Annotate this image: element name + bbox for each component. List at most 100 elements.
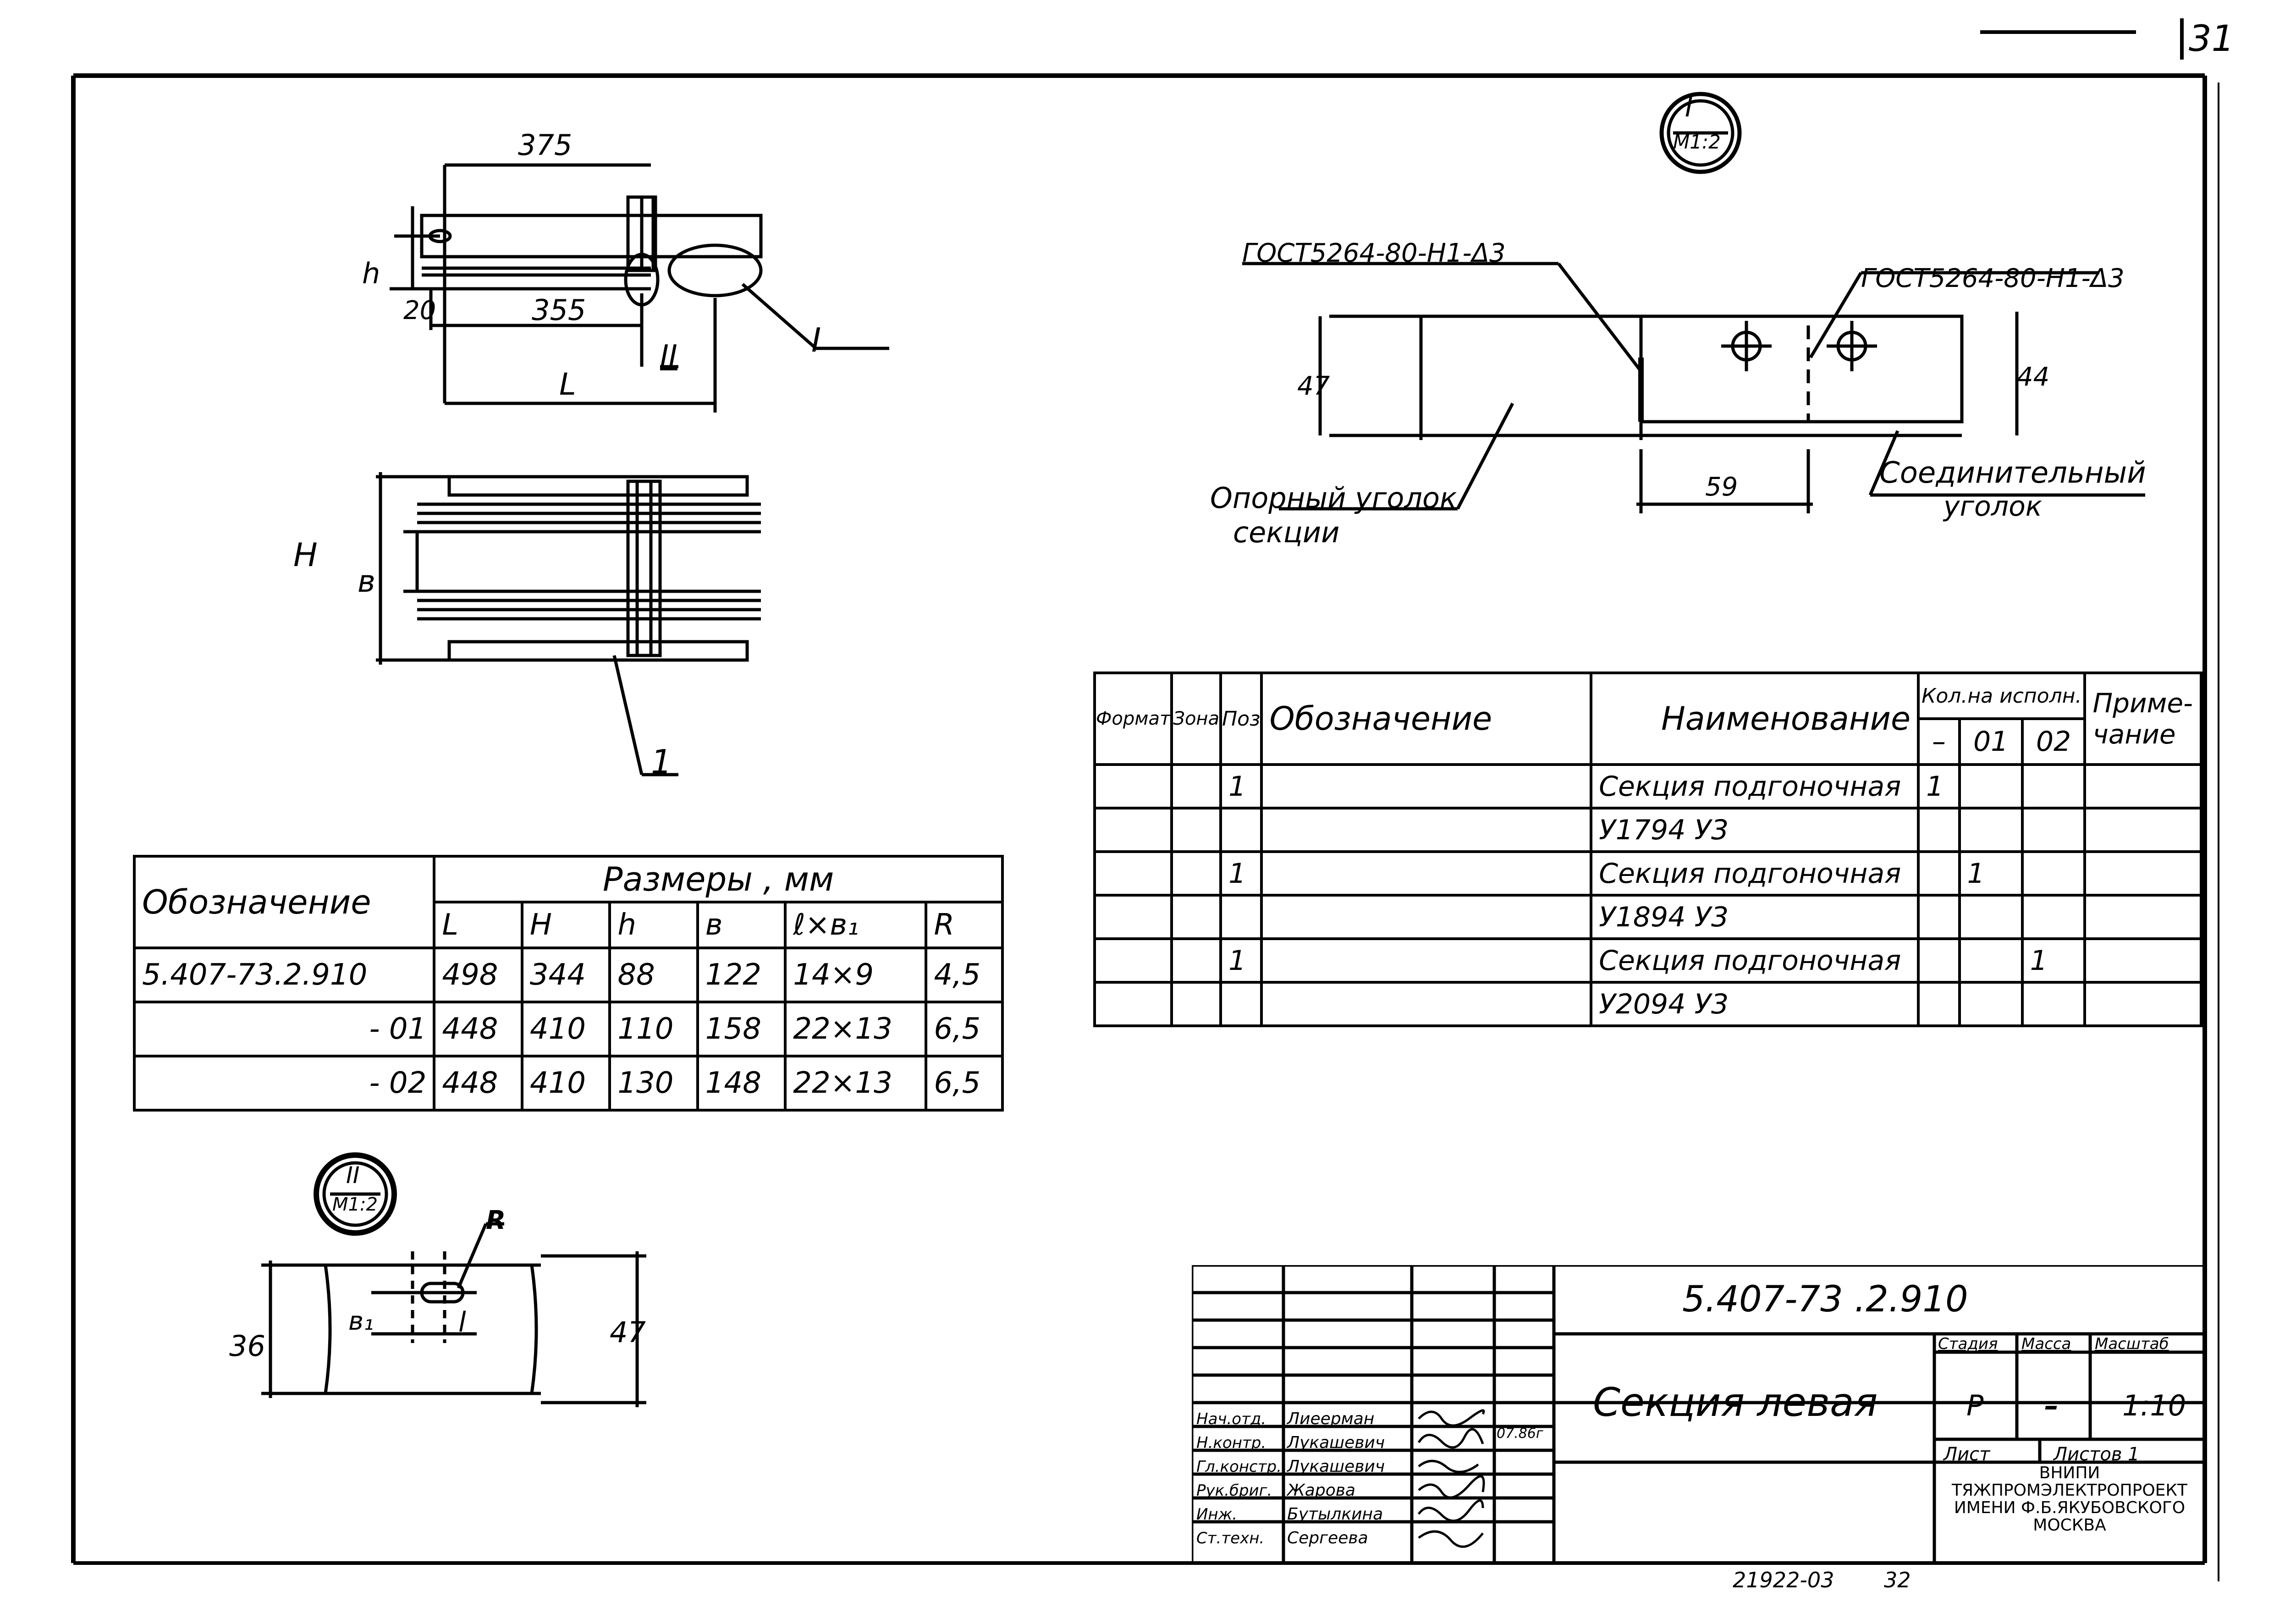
detail-II-badge-scale: M1:2 (332, 1194, 378, 1215)
dims-header-designation: Обозначение (132, 855, 436, 949)
label-support-angle-1: Опорный уголок (1210, 481, 1457, 515)
spec-q0 (1917, 807, 1961, 853)
dims-cell: 4,5 (925, 947, 1004, 1003)
person-name: Лиеерман (1287, 1409, 1375, 1428)
person-name: Лукашевич (1287, 1457, 1385, 1476)
dims-cell: 22×13 (784, 1001, 928, 1057)
spec-pos (1219, 894, 1263, 940)
sheet-label: Лист (1944, 1444, 1990, 1465)
spec-q0: 1 (1917, 763, 1961, 809)
mass-label: Масса (2021, 1335, 2071, 1353)
dim-375: 375 (518, 128, 573, 162)
dims-row-name: - 01 (132, 1001, 436, 1057)
dim-44: 44 (2017, 362, 2050, 392)
spec-qty-col: 01 (1958, 717, 2024, 766)
spec-header-zone: Зона (1170, 672, 1222, 766)
top-view-drawing (376, 163, 889, 776)
spec-header-name: Наименование (1590, 672, 1920, 766)
spec-name: Секция подгоночная (1590, 850, 1920, 897)
table-row: 1 Секция подгоночная 1 (1093, 850, 2202, 897)
dims-cell: 158 (696, 1001, 787, 1057)
dim-355: 355 (532, 293, 586, 327)
table-row: У1794 У3 (1093, 807, 2202, 853)
person-name: Бутылкина (1287, 1505, 1383, 1524)
table-row: - 02 448 410 130 148 22×13 6,5 (132, 1055, 1004, 1112)
dims-cell: 6,5 (925, 1055, 1004, 1112)
org-line: ТЯЖПРОМЭЛЕКТРОПРОЕКТ (1952, 1481, 2187, 1500)
table-row: 5.407-73.2.910 498 344 88 122 14×9 4,5 (132, 947, 1004, 1003)
dims-row-name: 5.407-73.2.910 (132, 947, 436, 1003)
dim-b: в (358, 564, 375, 599)
dim-b1: в₁ (348, 1306, 374, 1336)
dims-cell: 448 (433, 1055, 523, 1112)
dims-header-group: Размеры , мм (433, 855, 1004, 903)
spec-header-note: Приме-чание (2083, 672, 2202, 766)
spec-q0 (1917, 937, 1961, 984)
dims-cell: 6,5 (925, 1001, 1004, 1057)
signatures (1417, 1409, 1485, 1548)
dims-col-lxb1: ℓ×в₁ (784, 901, 928, 949)
spec-q1: 1 (1958, 850, 2024, 897)
spec-q0 (1917, 981, 1961, 1027)
dim-L: L (559, 367, 576, 402)
dims-col-R: R (925, 901, 1004, 949)
dims-cell: 22×13 (784, 1055, 928, 1112)
spec-qty-col: – (1917, 717, 1961, 766)
dims-cell: 344 (520, 947, 611, 1003)
weld-spec-right: ГОСТ5264-80-Н1-Δ3 (1861, 264, 2125, 293)
dims-cell: 498 (433, 947, 523, 1003)
dim-l: l (458, 1306, 466, 1338)
weld-spec-left: ГОСТ5264-80-Н1-Δ3 (1242, 238, 1506, 268)
spec-q1 (1958, 981, 2024, 1027)
person-name: Сергеева (1287, 1529, 1368, 1547)
callout-II: II (660, 339, 677, 373)
stage-value: Р (1966, 1389, 1984, 1422)
spec-name: У2094 У3 (1590, 981, 1920, 1027)
spec-name: Секция подгоночная (1590, 937, 1920, 984)
position-1-label: 1 (651, 743, 672, 781)
table-row: 1 Секция подгоночная 1 (1093, 937, 2202, 984)
dim-47-detail: 47 (610, 1316, 646, 1349)
spec-name: У1894 У3 (1590, 894, 1920, 940)
org-line: ИМЕНИ Ф.Б.ЯКУБОВСКОГО (1954, 1498, 2186, 1517)
spec-header-qty: Кол.на исполн. (1917, 672, 2087, 720)
table-row: - 01 448 410 110 158 22×13 6,5 (132, 1001, 1004, 1057)
spec-q1 (1958, 807, 2024, 853)
spec-q2 (2021, 894, 2087, 940)
role-label: Инж. (1196, 1505, 1238, 1524)
org-line: МОСКВА (2033, 1516, 2106, 1535)
spec-name: У1794 У3 (1590, 807, 1920, 853)
spec-q2 (2021, 763, 2087, 809)
spec-name: Секция подгоночная (1590, 763, 1920, 809)
spec-q2: 1 (2021, 937, 2087, 984)
detail-II-drawing (261, 1152, 646, 1407)
detail-I-badge-scale: M1:2 (1673, 131, 1721, 153)
spec-pos: 1 (1219, 937, 1263, 984)
spec-qty-col: 02 (2021, 717, 2087, 766)
spec-header-format: Формат (1093, 672, 1173, 766)
spec-pos (1219, 807, 1263, 853)
mass-value: – (2044, 1389, 2059, 1422)
stage-label: Стадия (1938, 1335, 1998, 1353)
label-connector-angle-2: уголок (1944, 490, 2043, 523)
person-name: Лукашевич (1287, 1433, 1385, 1452)
specification-table: Формат Зона Поз Обозначение Наименование… (1093, 672, 2202, 1027)
role-label: Н.контр. (1196, 1434, 1266, 1452)
org-line: ВНИПИ (2039, 1464, 2100, 1482)
dim-H: H (293, 536, 318, 574)
person-name: Жарова (1287, 1481, 1355, 1500)
dims-cell: 148 (696, 1055, 787, 1112)
dims-cell: 110 (608, 1001, 699, 1057)
dim-h: h (362, 257, 380, 290)
detail-I-badge-top: I (1685, 92, 1693, 123)
sheet-number: 31 (2189, 18, 2235, 60)
spec-q2 (2021, 850, 2087, 897)
dim-R: R (486, 1206, 506, 1235)
role-label: Гл.констр. (1196, 1458, 1282, 1476)
dims-cell: 448 (433, 1001, 523, 1057)
dims-cell: 130 (608, 1055, 699, 1112)
sheets-label: Листов 1 (2054, 1444, 2140, 1465)
spec-q0 (1917, 894, 1961, 940)
scale-label: Масштаб (2095, 1335, 2169, 1353)
